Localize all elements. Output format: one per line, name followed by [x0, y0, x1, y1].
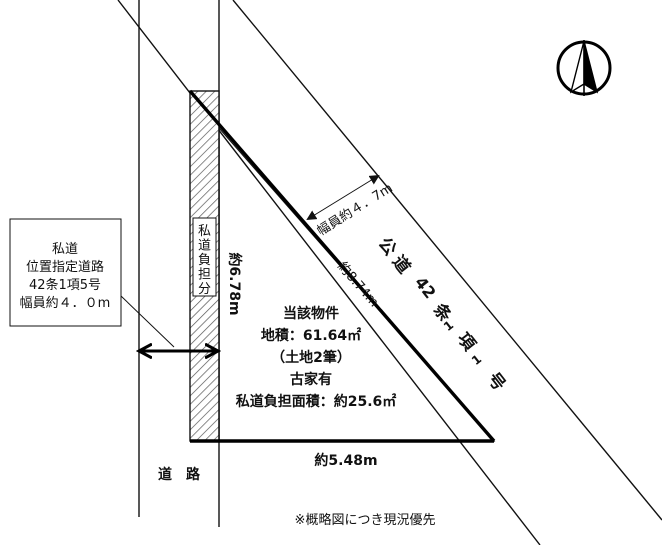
private-road-box-line: 私道: [52, 242, 78, 257]
hypotenuse-dimension: 約8.74m: [334, 259, 381, 310]
property-burden-area: 私道負担面積：約25.6㎡: [236, 393, 397, 410]
public-road-article-char: 1: [441, 318, 456, 334]
property-area: 地積：61.64㎡: [261, 327, 361, 344]
property-title: 当該物件: [283, 305, 339, 322]
public-road-line-inner: [117, 0, 541, 545]
property-plots: （土地2筆）: [271, 349, 351, 366]
private-road-box-line: 42条1項5号: [29, 277, 101, 293]
public-road-name: 公道: [374, 234, 415, 278]
property-house: 古家有: [290, 371, 332, 388]
public-road-article-char: 号: [483, 369, 509, 395]
public-road-name-char: 道: [388, 251, 415, 277]
private-road-box-line: 幅員約４．０m: [20, 296, 111, 311]
strip-label-char: 私: [198, 224, 211, 239]
private-road-box: [9, 218, 122, 327]
west-road-label: 道 路: [158, 466, 201, 483]
public-road-name-char: 公: [374, 234, 400, 260]
bottom-dimension: 約5.48m: [314, 452, 377, 469]
private-road-leader: [120, 295, 175, 348]
public-road-article-char: 42: [411, 273, 440, 302]
strip-label-char: 道: [198, 239, 211, 254]
strip-label-char: 負: [198, 253, 211, 268]
west-dimension: 約6.78m: [226, 252, 243, 315]
footnote: ※概略図につき現況優先: [295, 512, 436, 528]
property-hypotenuse: [188, 89, 496, 443]
strip-label-box: [192, 217, 217, 297]
public-road-line-outer: [232, 0, 662, 521]
strip-label-char: 分: [198, 282, 211, 297]
north-arrow-icon: [556, 40, 612, 96]
public-road-article-char: 項: [453, 329, 480, 355]
strip-label-char: 担: [198, 268, 211, 283]
private-road-box-line: 位置指定道路: [26, 259, 104, 275]
public-road-article-char: 1: [469, 352, 484, 368]
public-road-width-arrow: [306, 174, 380, 221]
